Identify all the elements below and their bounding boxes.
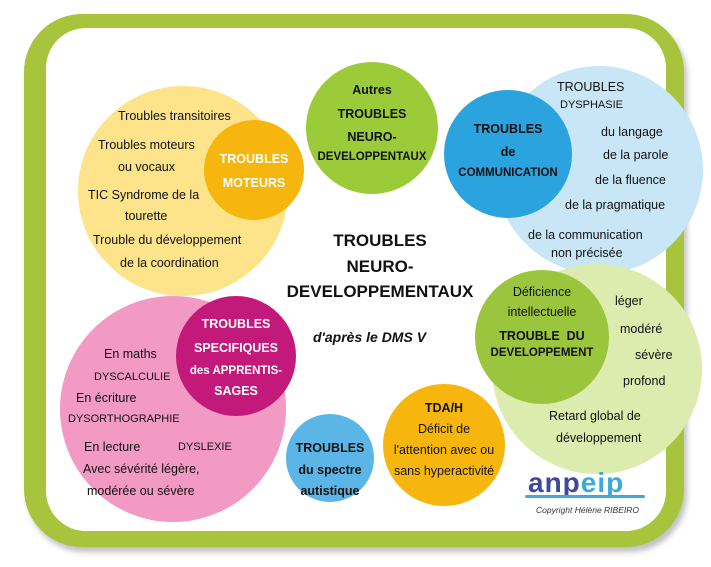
intellectual-item-4: modéré <box>620 322 663 336</box>
intellectual-item-2: intellectuelle <box>507 305 577 319</box>
center-title-line3: DEVELOPPEMENTAUX <box>286 282 474 301</box>
tdah-line2: Déficit de <box>417 422 471 436</box>
logo-part2: eip <box>580 467 625 498</box>
communication-item-4: de la parole <box>603 148 669 162</box>
communication-hub-line1: TROUBLES <box>473 122 543 136</box>
communication-hub-line2: de <box>500 145 516 159</box>
copyright-text: Copyright Hélène RIBEIRO <box>536 505 639 515</box>
center-title-line1: TROUBLES <box>333 231 427 250</box>
learning-item-1: En maths <box>104 347 157 361</box>
intellectual-disability-hub <box>475 270 609 404</box>
learning-hub-line4: SAGES <box>214 384 258 398</box>
learning-item-3: En écriture <box>76 391 137 405</box>
intellectual-item-3: léger <box>615 294 643 308</box>
other-disorders-circle <box>306 62 438 194</box>
learning-item-6: DYSLEXIE <box>178 441 232 453</box>
motor-hub-line2: MOTEURS <box>222 176 286 190</box>
autres-line4: DEVELOPPENTAUX <box>317 151 427 163</box>
learning-hub-line3: des APPRENTIS- <box>189 365 283 377</box>
motor-item-7: de la coordination <box>120 256 219 270</box>
communication-item-3: du langage <box>601 125 663 139</box>
intellectual-item-8: développement <box>556 431 642 445</box>
intellectual-item-6: profond <box>623 374 666 388</box>
motor-item-4: TIC Syndrome de la <box>88 188 200 202</box>
learning-item-7: Avec sévérité légère, <box>83 462 200 476</box>
intellectual-item-7: Retard global de <box>549 409 641 423</box>
learning-item-4: DYSORTHOGRAPHIE <box>68 413 180 425</box>
autism-circle <box>286 414 374 502</box>
intellectual-item-1: Déficience <box>512 285 572 299</box>
tdah-line3: l'attention avec ou <box>393 443 495 457</box>
autism-line2: du spectre <box>298 463 362 477</box>
learning-item-5: En lecture <box>84 440 141 454</box>
motor-item-1: Troubles transitoires <box>118 109 231 123</box>
tdah-line4: sans hyperactivité <box>393 464 495 478</box>
anpeip-logo: anpeip <box>528 467 624 499</box>
motor-item-6: Trouble du développement <box>93 233 242 247</box>
tdah-line1: TDA/H <box>424 401 464 415</box>
communication-item-8: non précisée <box>551 246 623 260</box>
communication-item-1: TROUBLES <box>557 80 625 94</box>
motor-item-2: Troubles moteurs <box>98 138 195 152</box>
logo-part1: anp <box>528 467 581 498</box>
communication-item-2: DYSPHASIE <box>560 99 623 111</box>
communication-item-7: de la communication <box>528 228 643 242</box>
learning-item-8: modérée ou sévère <box>87 484 195 498</box>
communication-hub-line3: COMMUNICATION <box>458 167 558 179</box>
center-subtitle: d'après le DMS V <box>313 329 427 345</box>
motor-item-3: ou vocaux <box>118 160 175 174</box>
autism-line1: TROUBLES <box>295 441 365 455</box>
communication-disorders-hub <box>444 90 572 218</box>
autres-line1: Autres <box>352 83 392 97</box>
intellectual-hub-line1: TROUBLE DU <box>499 329 585 343</box>
logo-underline <box>525 495 645 498</box>
communication-item-6: de la pragmatique <box>565 198 666 212</box>
motor-disorders-hub <box>204 120 304 220</box>
learning-hub-line1: TROUBLES <box>201 317 271 331</box>
intellectual-item-5: sévère <box>635 348 673 362</box>
autres-line2: TROUBLES <box>337 107 407 121</box>
intellectual-hub-line2: DEVELOPPEMENT <box>490 347 594 359</box>
center-title-line2: NEURO- <box>346 257 414 276</box>
learning-hub-line2: SPECIFIQUES <box>193 341 279 355</box>
autism-line3: autistique <box>300 484 360 498</box>
learning-item-2: DYSCALCULIE <box>94 371 171 383</box>
autres-line3: NEURO- <box>347 130 397 144</box>
communication-item-5: de la fluence <box>595 173 666 187</box>
tdah-circle <box>383 384 505 506</box>
motor-hub-line1: TROUBLES <box>219 152 289 166</box>
motor-item-5: tourette <box>125 209 168 223</box>
learning-disorders-hub <box>176 296 296 416</box>
